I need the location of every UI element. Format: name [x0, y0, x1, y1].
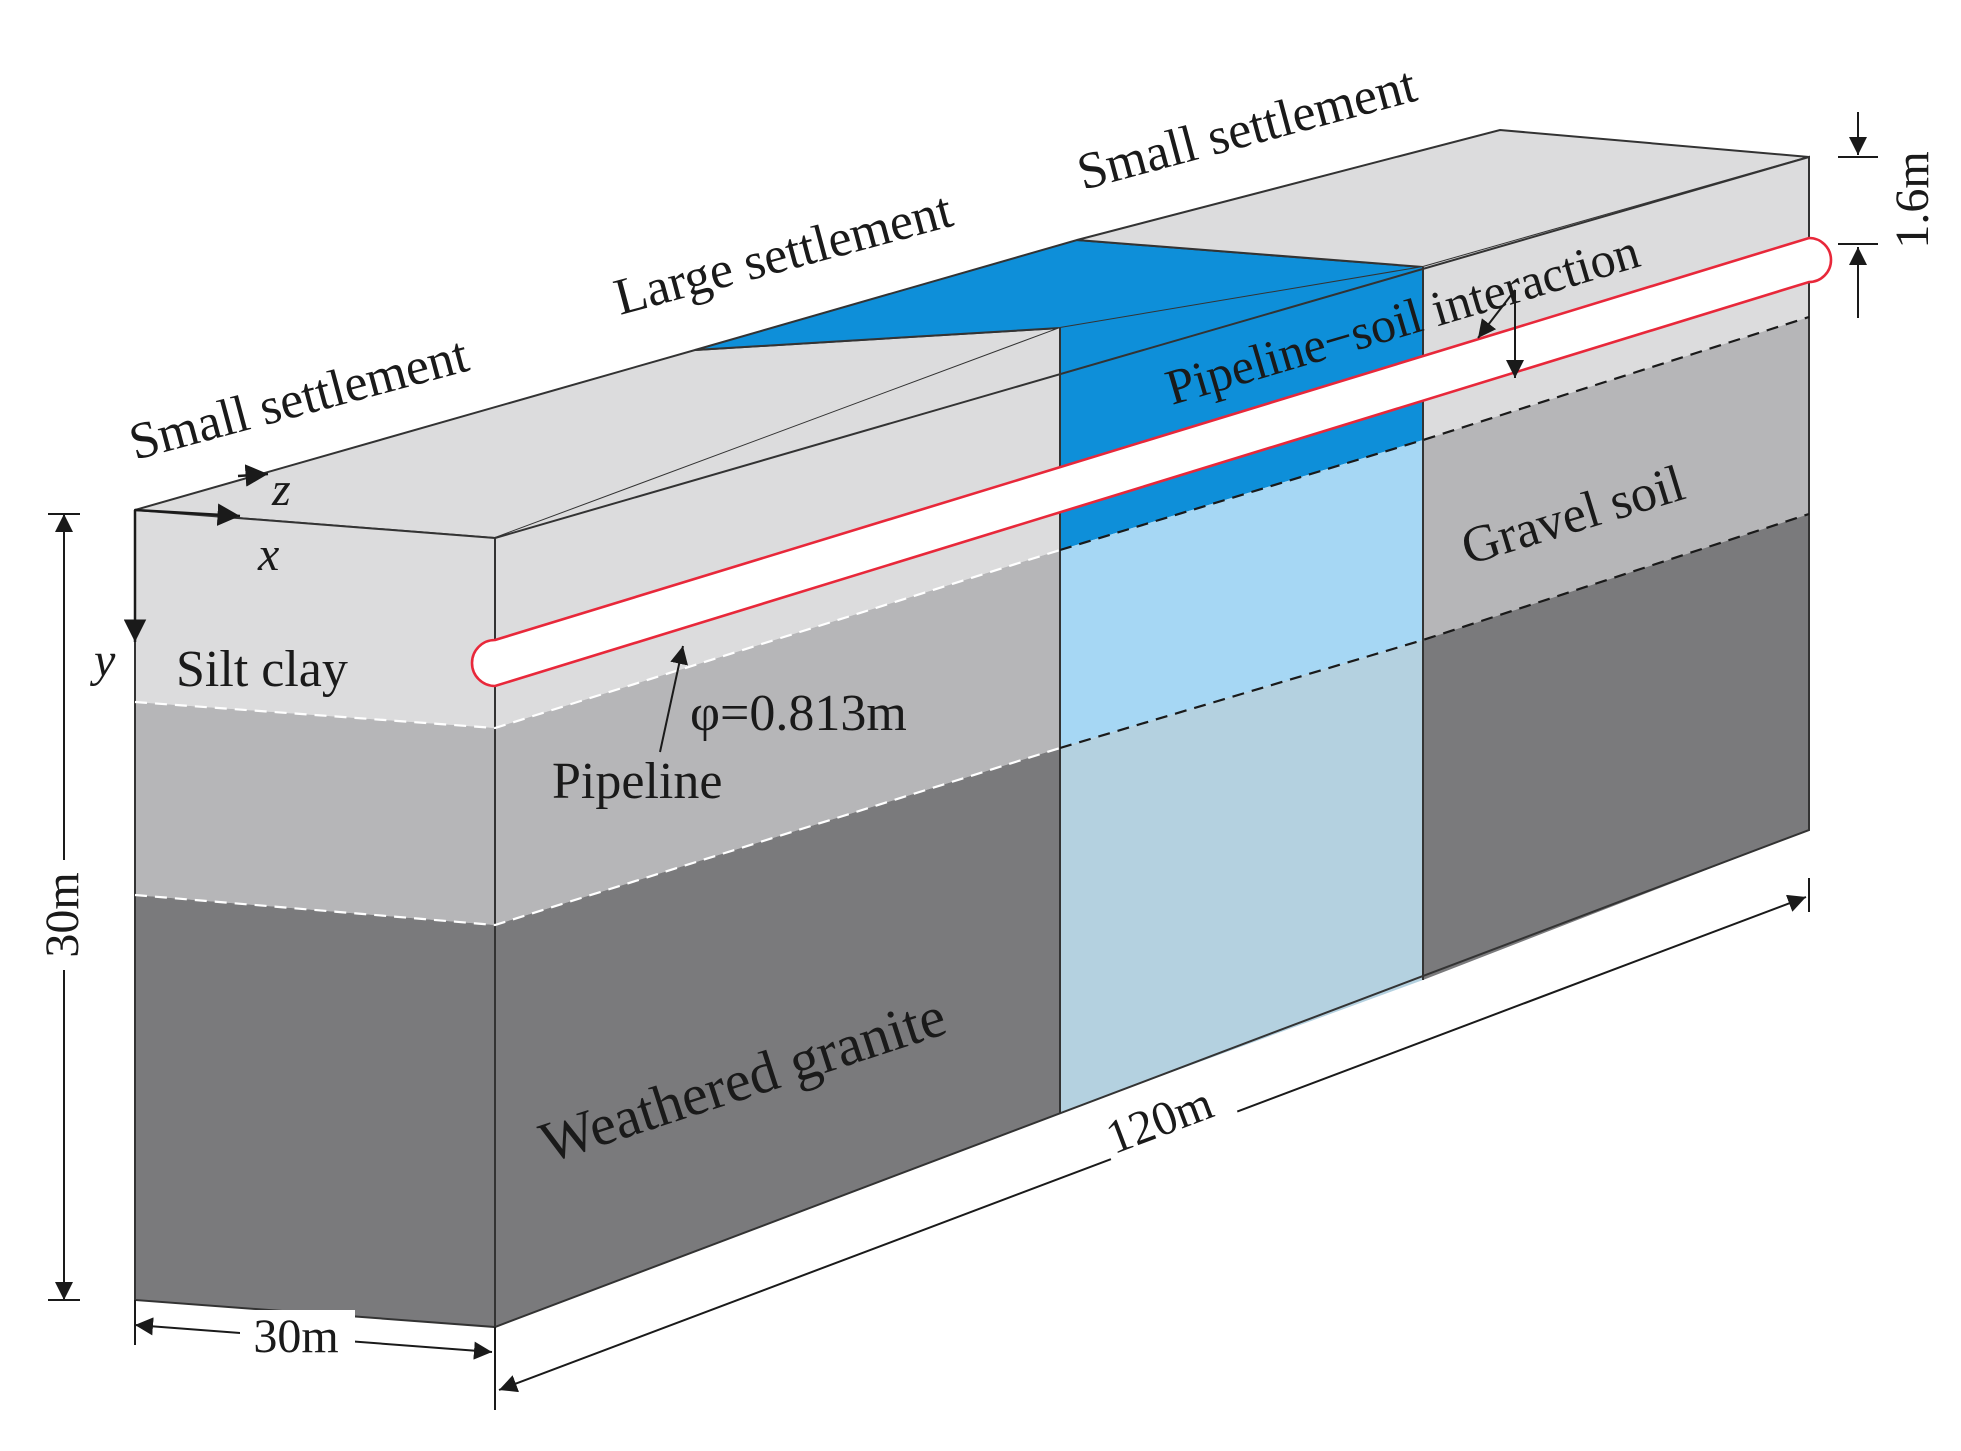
- width-label-bg: [240, 1310, 355, 1358]
- front-face-outline: [494, 155, 1810, 1329]
- layer-boundaries: [134, 315, 1810, 927]
- front-gravel-3: [1423, 317, 1809, 640]
- silt-clay-label: Silt clay: [176, 641, 348, 698]
- end-face-silt-clay: [135, 510, 495, 728]
- pipeline-callout-arrow: [659, 645, 688, 753]
- front-gravel-1: [495, 550, 1060, 925]
- length-label-bg: [1094, 1067, 1241, 1168]
- front-granite-3: [1423, 514, 1809, 980]
- depth-dimension-label: 1.6m: [1886, 151, 1939, 248]
- axis-z-label: z: [271, 463, 291, 516]
- pipeline-label: Pipeline: [552, 753, 722, 810]
- front-gravel-2: [1060, 440, 1423, 748]
- coordinate-axes: [123, 464, 269, 642]
- pipeline-diameter-label: φ=0.813m: [690, 685, 907, 742]
- height-label-bg: [44, 860, 84, 970]
- interaction-arrow-up: [1477, 289, 1516, 339]
- height-dimension-label: 30m: [36, 872, 89, 957]
- end-face-gravel: [135, 702, 495, 925]
- end-face-granite: [135, 895, 495, 1327]
- pipeline: [470, 236, 1833, 688]
- width-dimension-label: 30m: [253, 1310, 338, 1363]
- axis-y-label: y: [89, 634, 116, 687]
- axis-x-label: x: [257, 528, 279, 581]
